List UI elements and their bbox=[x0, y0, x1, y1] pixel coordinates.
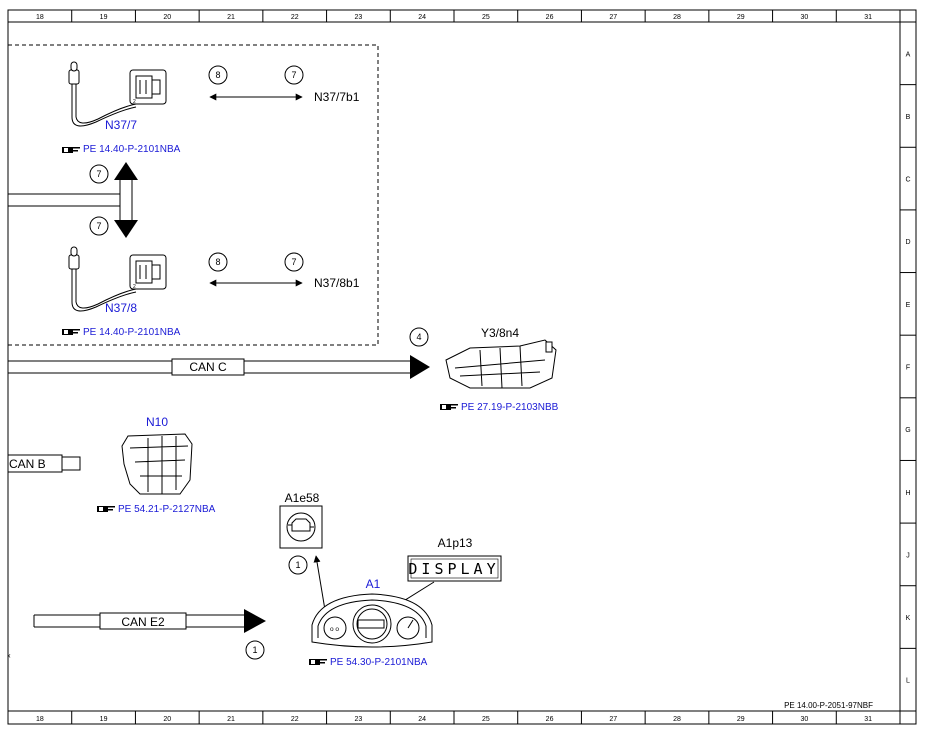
row-letter: C bbox=[905, 177, 910, 184]
n37-8-pin-right: 7 bbox=[291, 257, 296, 267]
can-c-label: CAN C bbox=[189, 360, 227, 374]
row-letter: A bbox=[906, 51, 911, 58]
column-ruler-top: 18 19 20 21 22 23 24 25 26 27 28 29 30 31 bbox=[36, 10, 901, 22]
module-boundary bbox=[8, 44, 379, 346]
column-number: 26 bbox=[546, 14, 554, 21]
n10-label: N10 bbox=[146, 415, 168, 429]
a1p13-display[interactable] bbox=[407, 555, 502, 582]
reference-hand-icon bbox=[97, 506, 115, 512]
link-pin-top: 7 bbox=[96, 169, 101, 179]
y3-8n4-module[interactable] bbox=[445, 339, 557, 389]
row-letter: B bbox=[906, 114, 911, 121]
column-number: 27 bbox=[609, 14, 617, 21]
n37-7-pin-left: 8 bbox=[215, 70, 220, 80]
n37-8-ref-link[interactable]: PE 14.40-P-2101NBA bbox=[83, 327, 181, 338]
arrow-right-icon bbox=[244, 609, 266, 633]
row-letter: H bbox=[905, 490, 910, 497]
column-number: 25 bbox=[482, 716, 490, 723]
column-number: 21 bbox=[227, 716, 235, 723]
column-number: 25 bbox=[482, 14, 490, 21]
svg-text:‹: ‹ bbox=[8, 651, 11, 660]
column-number: 31 bbox=[864, 716, 872, 723]
column-number: 22 bbox=[291, 14, 299, 21]
column-number: 30 bbox=[801, 14, 809, 21]
n10-ref-link[interactable]: PE 54.21-P-2127NBA bbox=[118, 504, 216, 515]
a1p13-label: A1p13 bbox=[438, 536, 473, 550]
column-number: 26 bbox=[546, 716, 554, 723]
reference-hand-icon bbox=[62, 329, 80, 335]
reference-hand-icon bbox=[62, 147, 80, 153]
reference-hand-icon bbox=[440, 404, 458, 410]
row-ruler: A B C D E F G H J K L bbox=[900, 51, 916, 712]
n37-7-pin-right: 7 bbox=[291, 70, 296, 80]
column-number: 28 bbox=[673, 14, 681, 21]
n37-8-target: N37/8b1 bbox=[314, 276, 360, 290]
column-number: 18 bbox=[36, 14, 44, 21]
n37-7-sensor[interactable] bbox=[68, 61, 167, 127]
column-number: 29 bbox=[737, 716, 745, 723]
y3-pin: 4 bbox=[416, 332, 421, 342]
y3-8n4-label: Y3/8n4 bbox=[481, 326, 519, 340]
column-number: 24 bbox=[418, 14, 426, 21]
n37-7-label: N37/7 bbox=[105, 118, 137, 132]
column-number: 28 bbox=[673, 716, 681, 723]
row-letter: J bbox=[906, 552, 910, 559]
n37-7-target: N37/7b1 bbox=[314, 90, 360, 104]
a1-ref-link[interactable]: PE 54.30-P-2101NBA bbox=[330, 657, 428, 668]
row-letter: G bbox=[905, 427, 910, 434]
column-number: 20 bbox=[163, 716, 171, 723]
up-arrow-icon bbox=[114, 162, 138, 180]
column-number: 21 bbox=[227, 14, 235, 21]
y3-8n4-ref-link[interactable]: PE 27.19-P-2103NBB bbox=[461, 402, 559, 413]
column-number: 24 bbox=[418, 716, 426, 723]
column-ruler-bottom: 18 19 20 21 22 23 24 25 26 27 28 29 30 31 bbox=[36, 711, 901, 724]
a1-instrument-cluster[interactable]: o o bbox=[311, 593, 433, 648]
column-number: 29 bbox=[737, 14, 745, 21]
column-number: 22 bbox=[291, 716, 299, 723]
a1-pin: 1 bbox=[252, 645, 257, 655]
engine-warning-icon bbox=[288, 518, 314, 532]
row-letter: L bbox=[906, 678, 910, 685]
column-number: 19 bbox=[100, 716, 108, 723]
column-number: 30 bbox=[801, 716, 809, 723]
column-number: 20 bbox=[163, 14, 171, 21]
row-letter: K bbox=[906, 615, 911, 622]
column-number: 23 bbox=[355, 716, 363, 723]
pin-circle bbox=[284, 65, 304, 85]
column-number: 27 bbox=[609, 716, 617, 723]
drawing-number: PE 14.00-P-2051-97NBF bbox=[784, 701, 873, 710]
can-e2-label: CAN E2 bbox=[121, 615, 165, 629]
arrow-right-icon bbox=[410, 355, 430, 379]
n37-8-pin-left: 8 bbox=[215, 257, 220, 267]
svg-text:o o: o o bbox=[330, 626, 339, 633]
a1e58-label: A1e58 bbox=[285, 491, 320, 505]
n37-7-ref-link[interactable]: PE 14.40-P-2101NBA bbox=[83, 144, 181, 155]
row-letter: D bbox=[905, 239, 910, 246]
n10-module[interactable] bbox=[121, 433, 193, 495]
link-pin-bottom: 7 bbox=[96, 221, 101, 231]
a1e58-pin: 1 bbox=[295, 560, 300, 570]
n37-8-label: N37/8 bbox=[105, 301, 137, 315]
column-number: 31 bbox=[864, 14, 872, 21]
row-letter: E bbox=[906, 302, 911, 309]
row-letter: F bbox=[906, 365, 910, 372]
reference-hand-icon bbox=[309, 659, 327, 665]
a1p13-display-text: DISPLAY bbox=[408, 560, 499, 578]
a1-label: A1 bbox=[366, 577, 381, 591]
column-number: 23 bbox=[355, 14, 363, 21]
column-number: 18 bbox=[36, 716, 44, 723]
down-arrow-icon bbox=[114, 220, 138, 238]
pin-circle bbox=[208, 65, 228, 85]
can-b-label: CAN B bbox=[9, 457, 46, 471]
column-number: 19 bbox=[100, 14, 108, 21]
